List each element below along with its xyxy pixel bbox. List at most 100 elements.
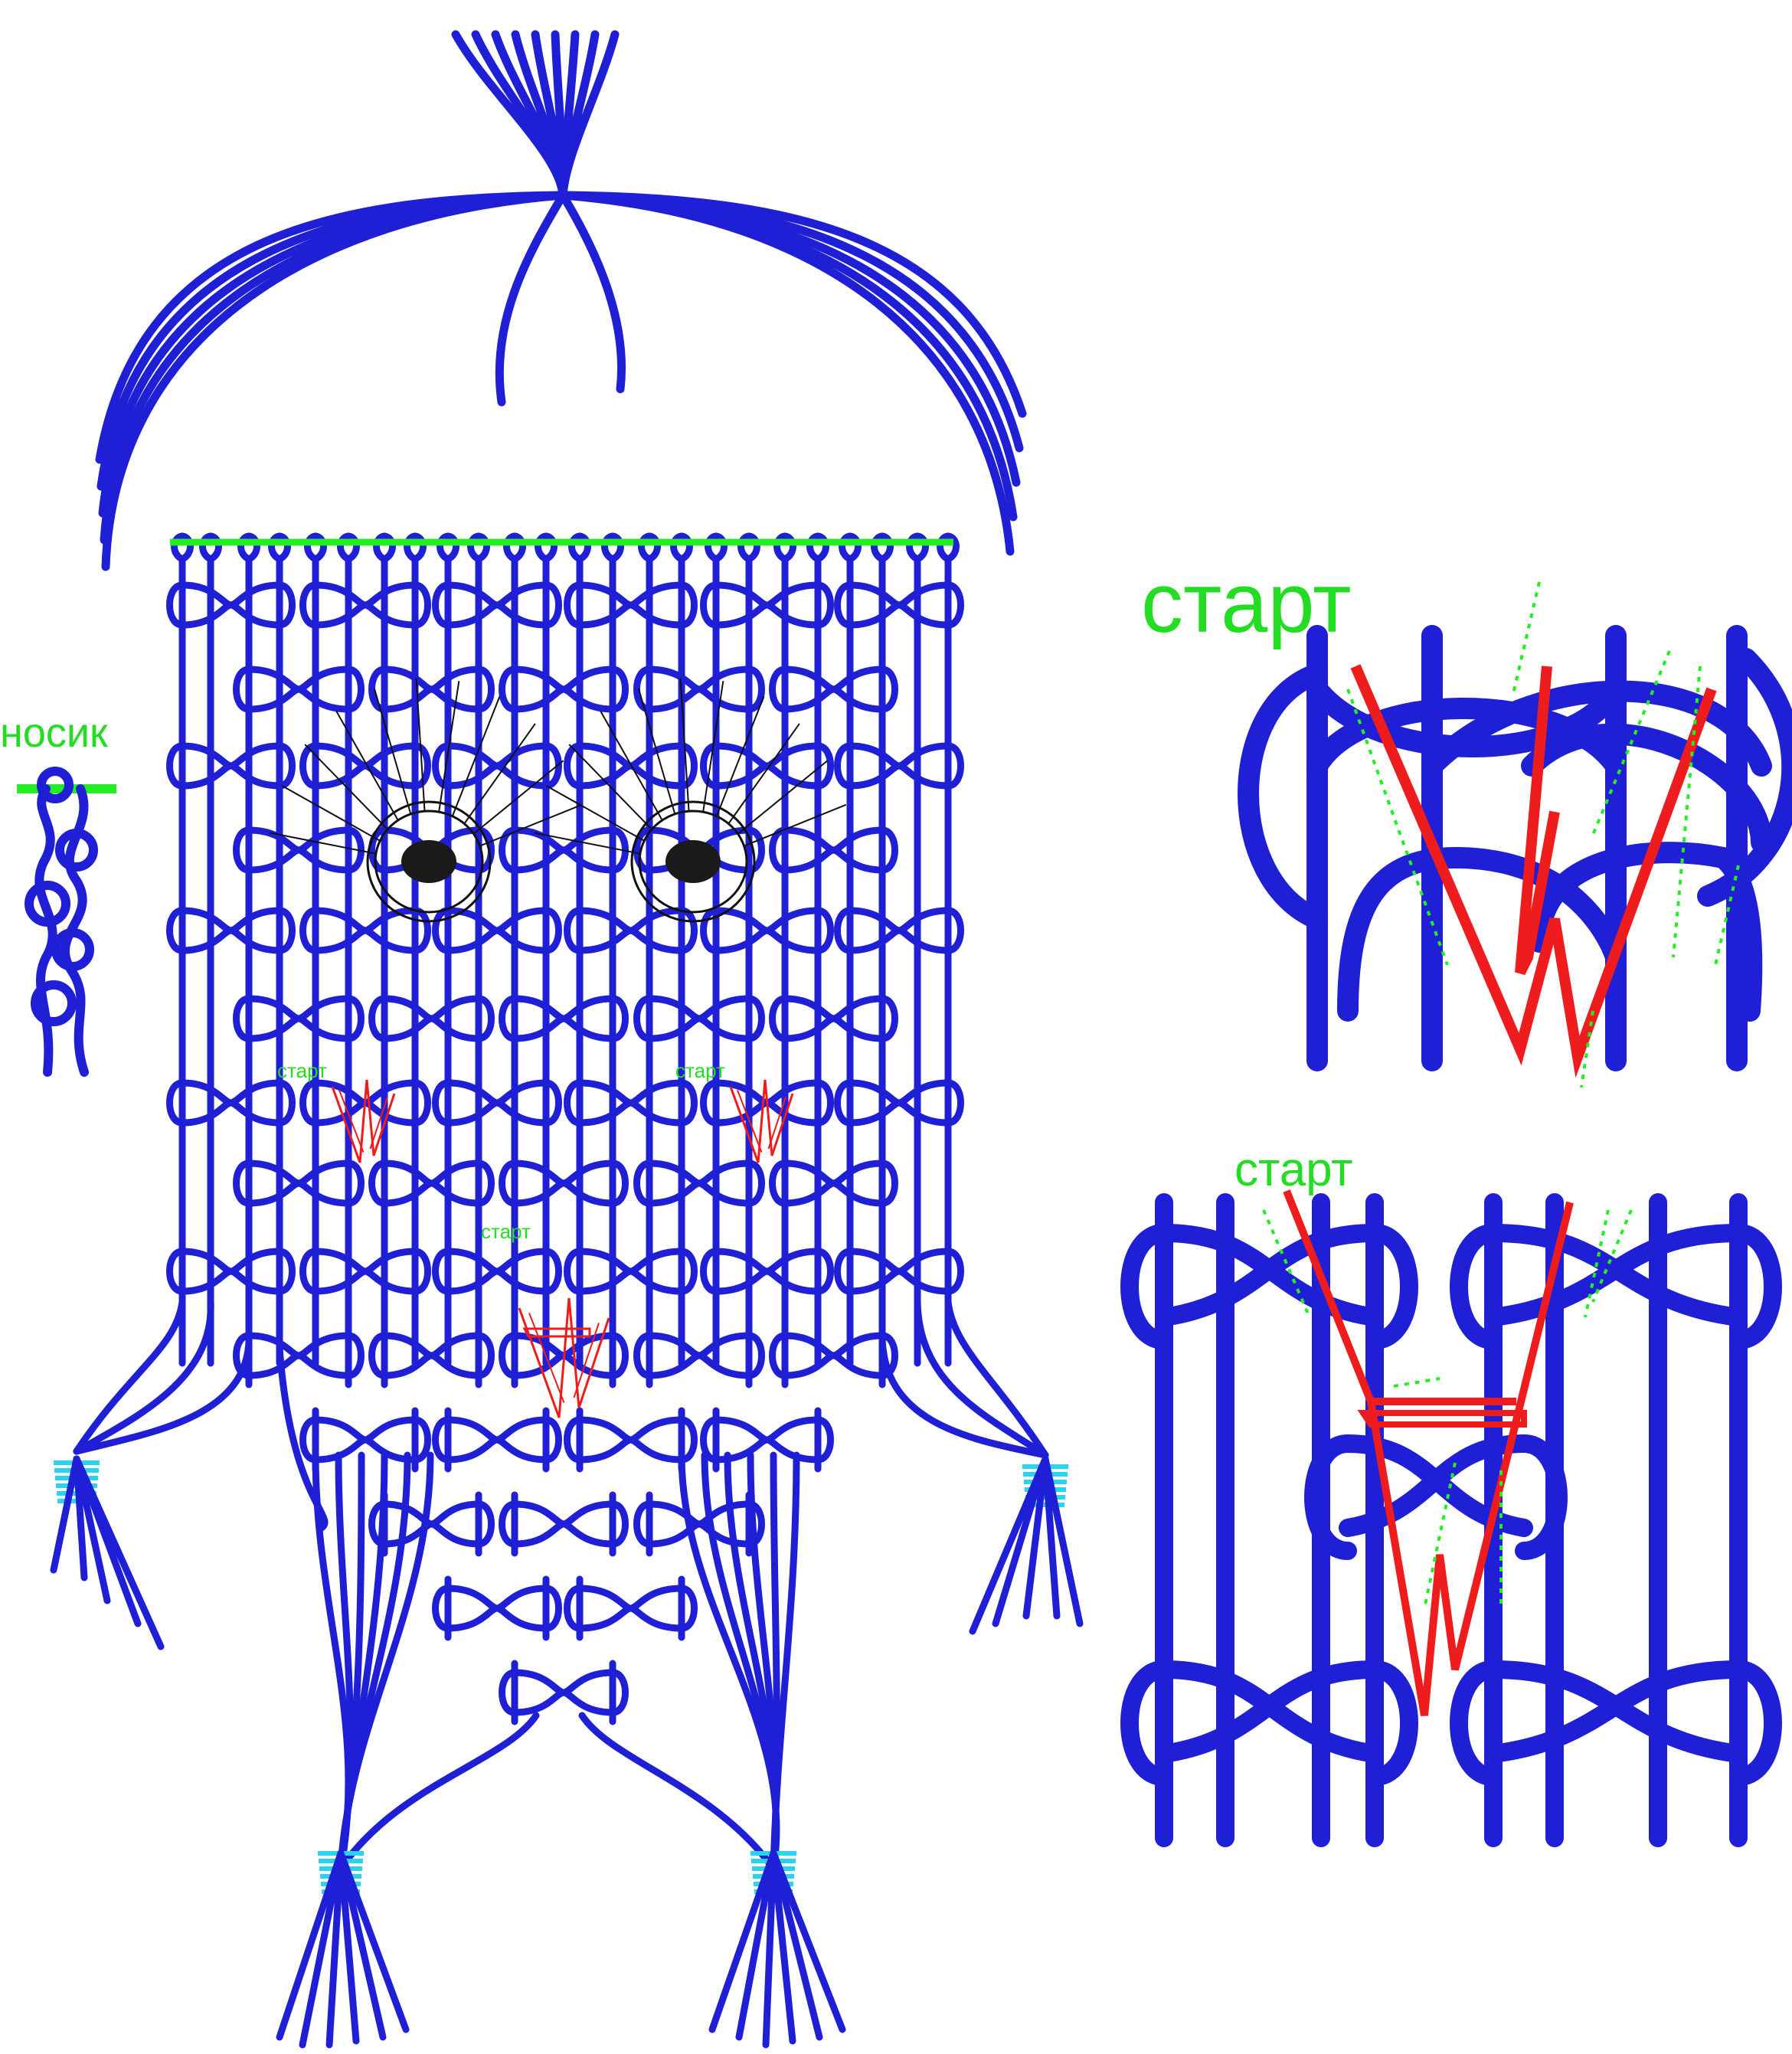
mount-loop <box>601 532 624 563</box>
detail2-knot <box>1120 1660 1173 1786</box>
red-path <box>1515 666 1560 976</box>
detail2-knot <box>1365 1660 1418 1786</box>
eyelash <box>479 803 583 847</box>
square-knot <box>542 742 562 790</box>
square-knot <box>564 581 584 629</box>
square-knot-offset <box>368 1159 388 1207</box>
square-knot-lower <box>542 1585 562 1632</box>
square-knot <box>178 907 283 954</box>
square-knot <box>432 1079 452 1127</box>
square-knot-offset <box>781 826 886 874</box>
direction-arrow-icon <box>1393 1377 1440 1388</box>
square-knot <box>700 742 720 790</box>
arm-cord-right <box>944 1298 1049 1459</box>
square-knot-offset <box>368 1332 388 1379</box>
eye-pupil <box>401 840 456 883</box>
square-knot <box>444 1248 550 1295</box>
mount-loop <box>806 532 829 563</box>
square-knot <box>944 907 964 954</box>
eyelash <box>438 681 460 813</box>
leg-fringe-left <box>325 1850 345 2049</box>
direction-arrow-icon <box>1584 1209 1610 1318</box>
square-knot-offset <box>499 666 518 713</box>
mount-loop <box>467 532 490 563</box>
detail2-knot <box>1304 1434 1357 1560</box>
detail2-knot <box>1339 1434 1533 1537</box>
square-knot <box>700 907 720 954</box>
eye-with-lashes-icon <box>534 678 847 923</box>
hair-arc-right <box>558 191 1018 522</box>
arm-fringe-left <box>73 1455 165 1650</box>
arm-cord-right <box>914 1298 1049 1459</box>
leg-fringe-right <box>770 1850 846 2033</box>
detail1-knot-lower <box>1529 842 1763 1022</box>
square-knot-offset <box>745 1332 765 1379</box>
square-knot-offset <box>245 826 352 874</box>
red-path <box>1350 664 1717 1078</box>
square-knot <box>846 907 952 954</box>
square-knot-offset <box>245 1332 352 1379</box>
square-knot <box>678 581 698 629</box>
square-knot <box>814 742 834 790</box>
start-label-small-right: старт <box>675 1059 725 1082</box>
square-knot <box>299 742 319 790</box>
leg-cord-right <box>770 1451 800 1872</box>
red-path <box>522 1327 591 1338</box>
square-knot <box>564 1079 584 1127</box>
hair-arc-right <box>558 191 1015 556</box>
square-knot <box>834 1079 854 1127</box>
leg-fringe-right <box>708 1850 777 2033</box>
square-knot-lower <box>609 1500 629 1548</box>
body-lower-left <box>276 1344 329 1532</box>
leg-fringe-right <box>770 1850 796 2045</box>
square-knot <box>299 907 319 954</box>
square-knot <box>712 1248 822 1295</box>
red-path <box>331 1079 396 1163</box>
square-knot-lower <box>444 1585 550 1632</box>
square-knot-offset <box>381 995 482 1042</box>
square-knot-offset <box>769 995 789 1042</box>
eyelash <box>335 711 399 821</box>
square-knot <box>700 581 720 629</box>
eyelash <box>568 744 652 830</box>
square-knot-offset <box>368 995 388 1042</box>
start-label-small-center: старт <box>481 1220 531 1243</box>
detail2-cords <box>1120 1189 1782 1847</box>
leg-cord-left <box>312 1451 352 1872</box>
square-knot-offset <box>745 666 765 713</box>
eyelash <box>451 696 501 817</box>
square-knot-offset <box>781 1159 886 1207</box>
arm-fringe-right <box>1022 1455 1049 1620</box>
detail2-knot <box>1155 1660 1384 1763</box>
square-knot-offset <box>646 666 753 713</box>
detail2-knot <box>1155 1224 1384 1326</box>
detail2-knot <box>1450 1660 1503 1786</box>
square-knot-lower <box>511 1669 616 1716</box>
red-path <box>1283 1189 1574 1716</box>
square-knot <box>814 1248 834 1295</box>
square-knot <box>178 1248 283 1295</box>
hair-tuft-strand <box>558 30 620 200</box>
eyelash <box>534 832 641 855</box>
square-knot-offset <box>609 1159 629 1207</box>
square-knot <box>712 742 822 790</box>
eyelash <box>463 723 536 825</box>
square-knot-offset <box>368 826 388 874</box>
square-knot-offset <box>878 666 898 713</box>
hair-tuft <box>95 30 1027 571</box>
arm-fringe-left <box>73 1455 111 1604</box>
square-knot <box>312 907 419 954</box>
square-knot <box>299 581 319 629</box>
arm-cord-right <box>878 1329 1049 1459</box>
square-knot-offset <box>475 1159 495 1207</box>
detail-square-knot-bottom: старт <box>1120 1143 1782 1847</box>
red-path <box>338 1090 388 1153</box>
square-knot-offset <box>511 1159 616 1207</box>
square-knot-offset <box>381 666 482 713</box>
square-knot-offset <box>345 995 365 1042</box>
mount-loop <box>737 532 760 563</box>
square-knot-lower <box>678 1585 698 1632</box>
leg-fringe-left <box>276 1850 345 2041</box>
direction-arrow-icon <box>1511 581 1541 698</box>
square-knot <box>834 907 854 954</box>
